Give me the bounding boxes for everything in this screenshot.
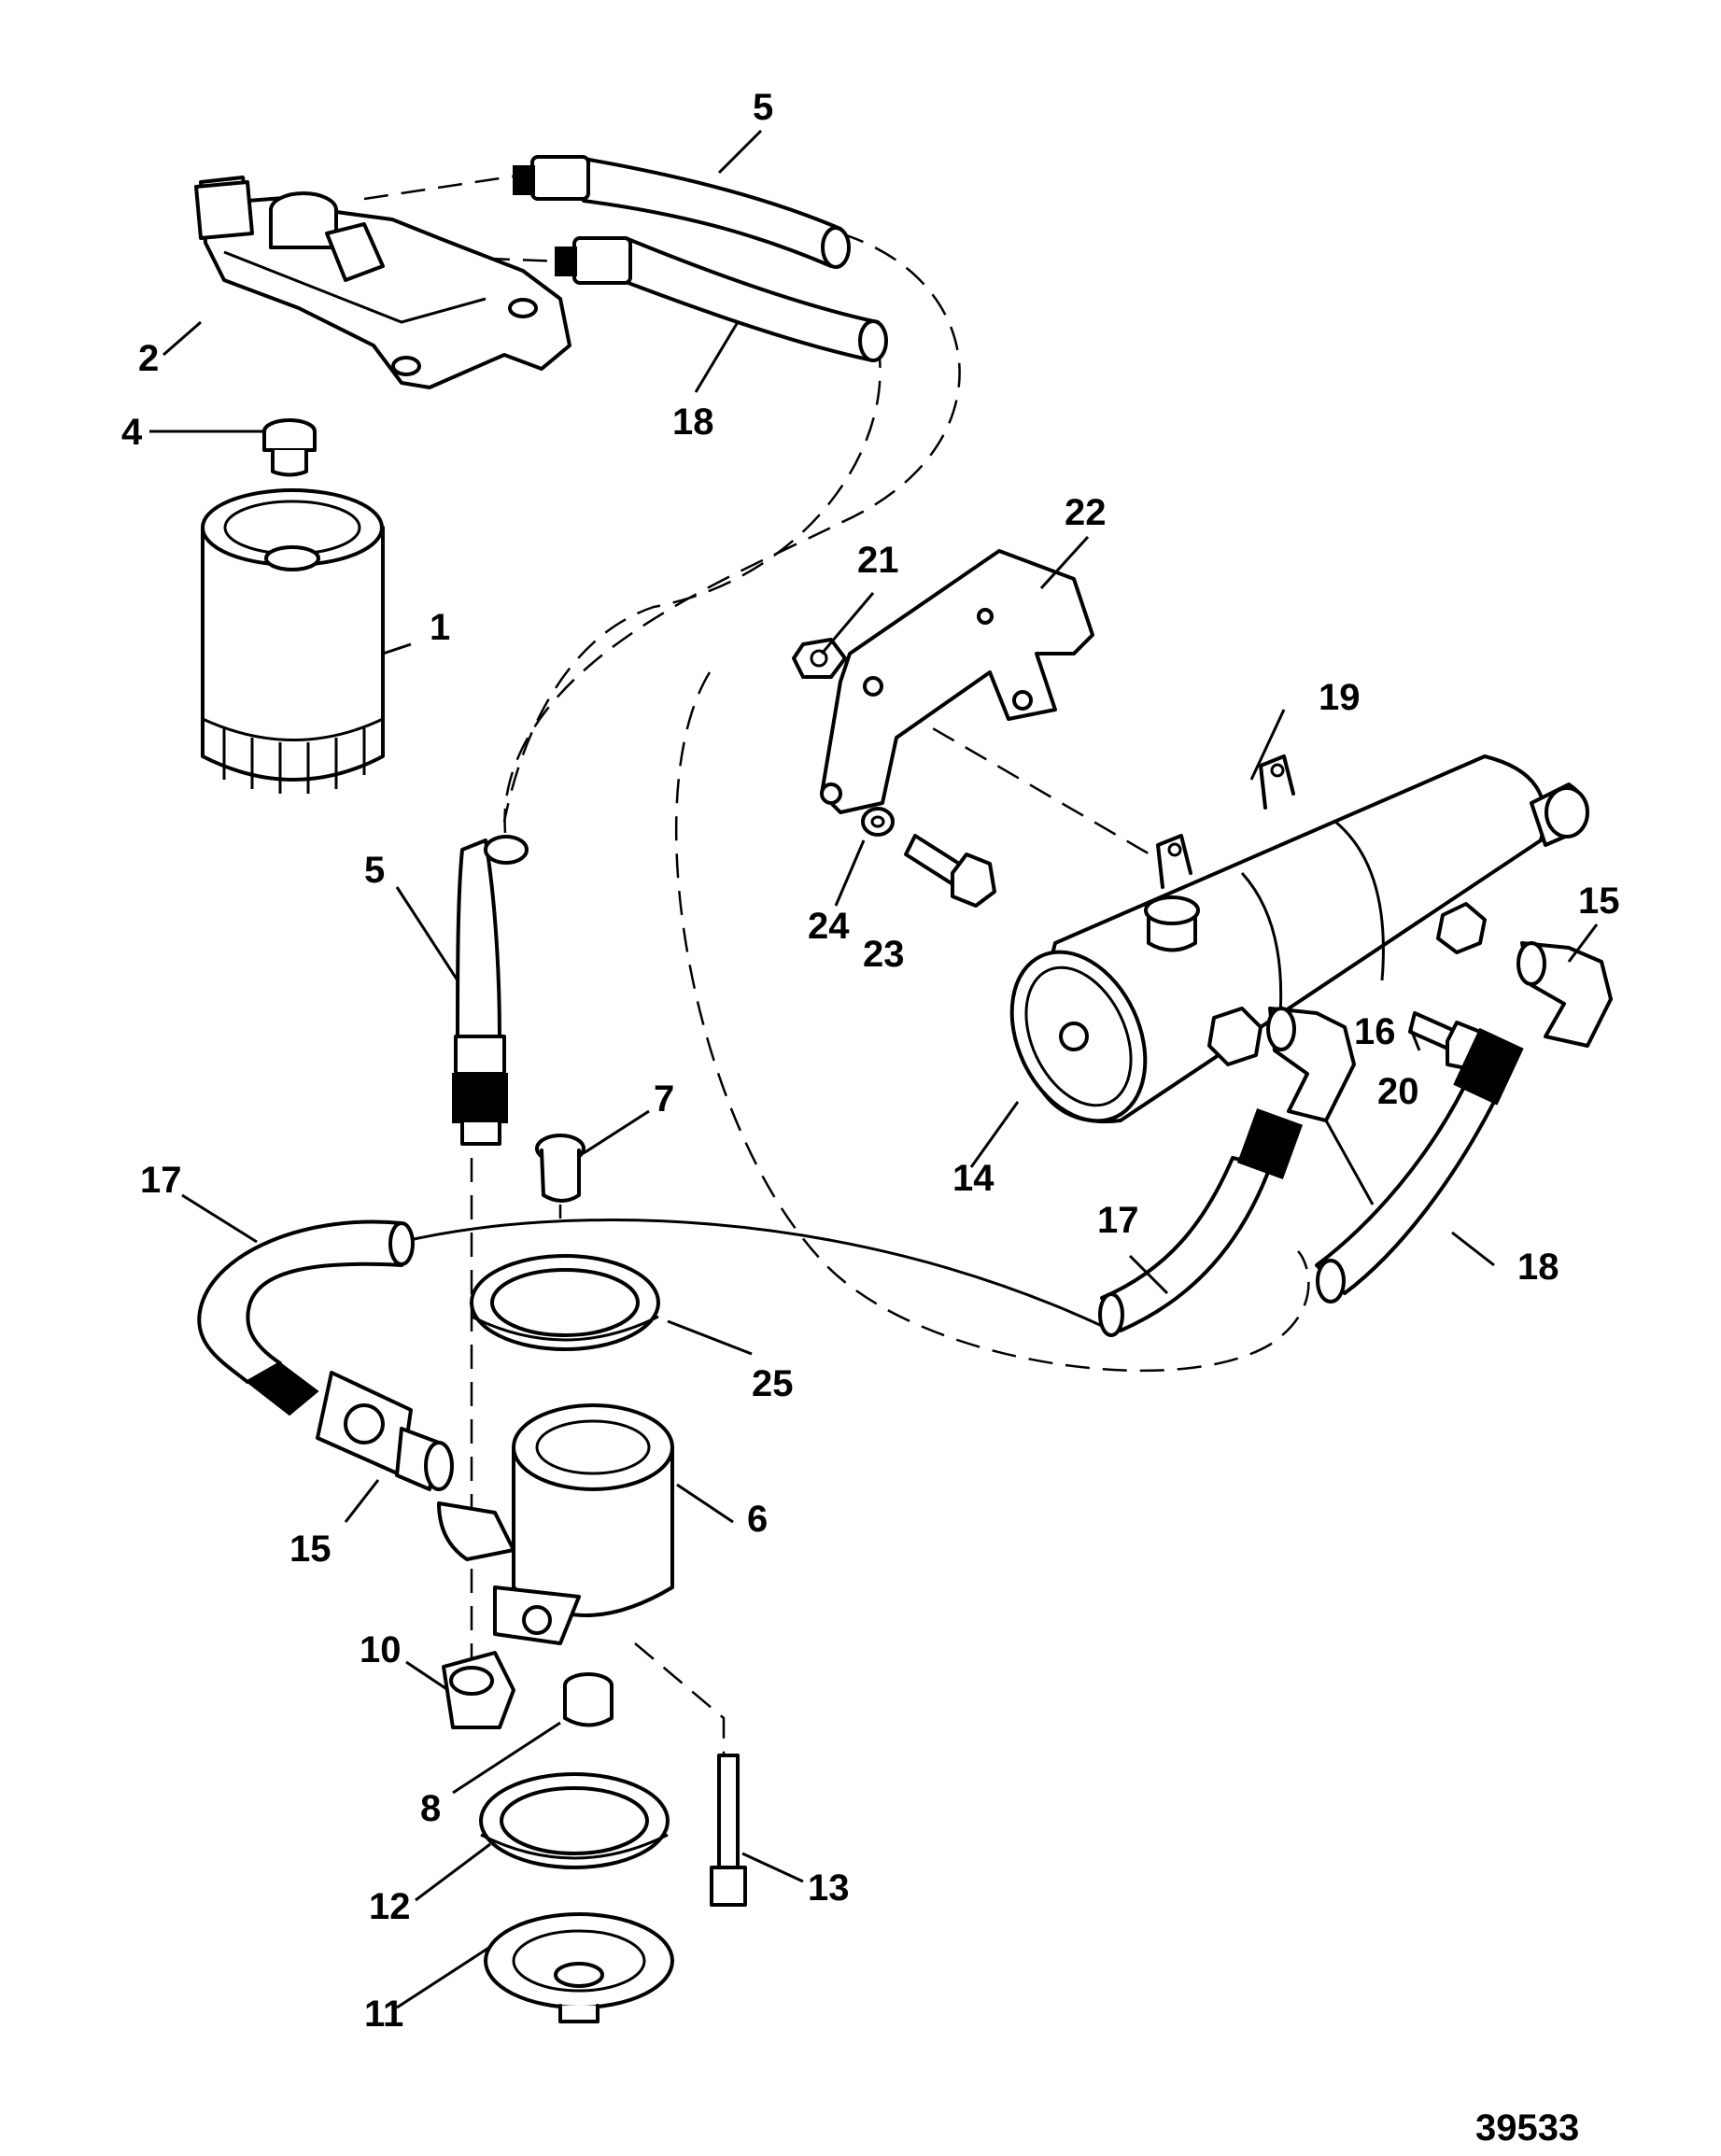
callout-23: 23 [863, 934, 905, 975]
leader-lines [149, 129, 1599, 2009]
plug-7 [535, 1134, 585, 1203]
callout-15-right: 15 [1578, 881, 1620, 922]
hose-5-lower [452, 835, 529, 1146]
hose-18-top [555, 236, 888, 362]
nut-21 [792, 638, 847, 679]
fitting-15-right [1516, 941, 1613, 1048]
callout-17-left: 17 [140, 1160, 182, 1201]
callout-4: 4 [121, 412, 143, 453]
callout-8: 8 [420, 1788, 441, 1829]
callout-6: 6 [747, 1499, 768, 1540]
callout-12: 12 [369, 1886, 411, 1927]
callout-5-top: 5 [753, 87, 773, 128]
straps-19 [1156, 754, 1295, 889]
adapter-housing [437, 1403, 674, 1645]
callout-25: 25 [752, 1363, 794, 1404]
seal-ring-25 [470, 1254, 660, 1351]
hose-17-right [1098, 1107, 1304, 1337]
callout-16: 16 [1354, 1011, 1396, 1052]
callout-2: 2 [138, 338, 159, 379]
callout-18-right: 18 [1517, 1247, 1559, 1288]
oil-cooler [1009, 754, 1589, 1124]
hose-17-left [197, 1219, 415, 1416]
callout-13: 13 [808, 1867, 850, 1909]
seal-ring-12 [479, 1772, 670, 1869]
callout-5-lower: 5 [364, 850, 385, 891]
oil-filter [201, 488, 385, 794]
hose-5-top [513, 155, 851, 269]
callout-7: 7 [654, 1078, 674, 1120]
callout-14: 14 [952, 1158, 995, 1199]
callout-10: 10 [360, 1629, 402, 1670]
fitting-16 [1266, 1007, 1356, 1122]
hose-18-right [1315, 1027, 1524, 1303]
callout-22: 22 [1065, 492, 1107, 533]
callout-19: 19 [1319, 677, 1361, 718]
bracket-22 [820, 549, 1094, 814]
plug-8 [563, 1672, 614, 1727]
callout-labels: 5 2 4 18 1 22 21 19 15 5 24 23 16 20 7 1… [121, 87, 1620, 2149]
callout-18-top: 18 [672, 402, 714, 443]
callout-21: 21 [857, 540, 899, 581]
bolt-23 [904, 834, 996, 908]
fitting-15-left [316, 1371, 454, 1491]
callout-17-right: 17 [1097, 1200, 1139, 1241]
figure-id: 39533 [1475, 2107, 1579, 2149]
washer-24 [861, 807, 895, 837]
callout-20: 20 [1377, 1071, 1419, 1112]
callout-15-left: 15 [289, 1529, 332, 1570]
callout-11: 11 [364, 1994, 403, 2035]
fitting-10 [442, 1651, 515, 1729]
cover-11 [484, 1912, 674, 2023]
plug-4 [262, 418, 317, 477]
callout-1: 1 [430, 607, 450, 648]
bolt-13 [710, 1754, 747, 1907]
filter-mount-bracket [194, 176, 571, 389]
callout-24: 24 [808, 906, 850, 947]
